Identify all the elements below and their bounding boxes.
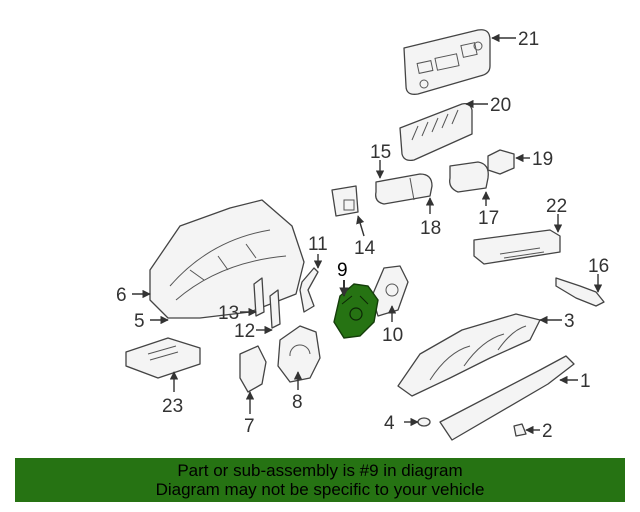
callout-6: 6 bbox=[116, 285, 127, 306]
callout-18: 18 bbox=[420, 218, 441, 239]
part-14-switch[interactable] bbox=[331, 185, 359, 217]
parts-diagram: 21 20 19 15 17 18 14 22 16 11 9 6 5 13 1… bbox=[116, 29, 609, 442]
callout-1: 1 bbox=[580, 371, 591, 392]
callout-8: 8 bbox=[292, 392, 303, 413]
part-1-cluster-bezel[interactable] bbox=[439, 355, 575, 441]
banner-line-2: Diagram may not be specific to your vehi… bbox=[155, 480, 485, 499]
callout-16: 16 bbox=[588, 256, 609, 277]
part-20-vent-bezel[interactable] bbox=[399, 102, 473, 162]
notice-banner: Part or sub-assembly is #9 in diagram Di… bbox=[15, 458, 625, 502]
callout-10: 10 bbox=[382, 325, 403, 346]
banner-line-1: Part or sub-assembly is #9 in diagram bbox=[177, 461, 463, 480]
callout-3: 3 bbox=[564, 311, 575, 332]
callout-23: 23 bbox=[162, 396, 183, 417]
callout-15: 15 bbox=[370, 142, 391, 163]
part-12-bracket[interactable] bbox=[269, 289, 281, 329]
callout-20: 20 bbox=[490, 95, 511, 116]
callout-22: 22 bbox=[546, 196, 567, 217]
callout-12: 12 bbox=[234, 321, 255, 342]
part-23-circuit-board[interactable] bbox=[125, 337, 201, 379]
callout-7: 7 bbox=[244, 416, 255, 437]
callout-9: 9 bbox=[337, 260, 348, 281]
part-21-climate-control[interactable] bbox=[403, 29, 491, 95]
callout-17: 17 bbox=[478, 208, 499, 229]
callout-13: 13 bbox=[218, 303, 239, 324]
part-9-highlighted-gauge[interactable] bbox=[333, 283, 379, 339]
callout-19: 19 bbox=[532, 149, 553, 170]
callout-14: 14 bbox=[354, 238, 376, 259]
part-10-gauge[interactable] bbox=[371, 265, 409, 317]
part-15-switch[interactable] bbox=[375, 173, 433, 205]
callout-4: 4 bbox=[384, 413, 395, 434]
part-17-switch[interactable] bbox=[449, 161, 489, 193]
callout-5: 5 bbox=[134, 311, 145, 332]
part-16-socket[interactable] bbox=[555, 277, 605, 307]
callout-11: 11 bbox=[308, 234, 328, 255]
part-4-bulb[interactable] bbox=[417, 417, 431, 427]
part-3-cluster-lens[interactable] bbox=[397, 313, 541, 397]
callout-21: 21 bbox=[518, 29, 539, 50]
part-6-cluster-housing[interactable] bbox=[149, 199, 305, 319]
part-11-bracket[interactable] bbox=[299, 267, 319, 313]
part-7-gauge-plate[interactable] bbox=[239, 345, 267, 393]
part-19-switch[interactable] bbox=[487, 149, 515, 175]
part-2-clip[interactable] bbox=[513, 423, 527, 437]
part-8-dial[interactable] bbox=[277, 325, 321, 383]
callout-2: 2 bbox=[542, 421, 553, 442]
part-22-control-module[interactable] bbox=[473, 229, 561, 265]
part-13-bracket[interactable] bbox=[253, 277, 265, 317]
